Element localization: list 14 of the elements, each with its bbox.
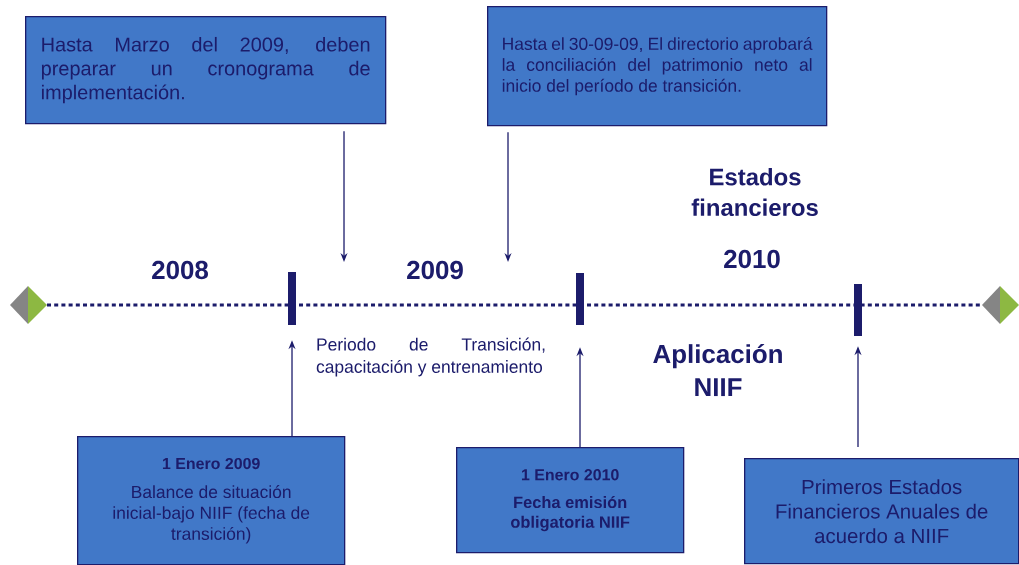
timeline-tick [854, 284, 862, 336]
note-text: Periodo de Transición, capacitación y entrenamiento [316, 337, 545, 377]
text-box: Hasta el 30-09-09, El directorio aprobará la conciliación del patrimonio neto al inicio del período de transición. [487, 6, 828, 127]
year-label: 2008 [152, 260, 208, 280]
heading-text: Estados financieros [691, 167, 818, 217]
year-label: 2009 [407, 260, 463, 280]
timeline-tick [576, 273, 584, 325]
year-label: 2010 [724, 249, 780, 269]
text-box: 1 Enero 2009 Balance de situación inicial-bajo NIIF (fecha de transición) [77, 436, 346, 565]
text-box: 1 Enero 2010 Fecha emisión obligatoria NIIF [456, 447, 685, 554]
text-box: Hasta Marzo del 2009, deben preparar un cronograma de implementación. [25, 16, 387, 125]
heading-text: Aplicación NIIF [653, 343, 782, 397]
timeline-tick [288, 272, 296, 325]
text-box: Primeros Estados Financieros Anuales de acuerdo a NIIF [744, 458, 1019, 565]
